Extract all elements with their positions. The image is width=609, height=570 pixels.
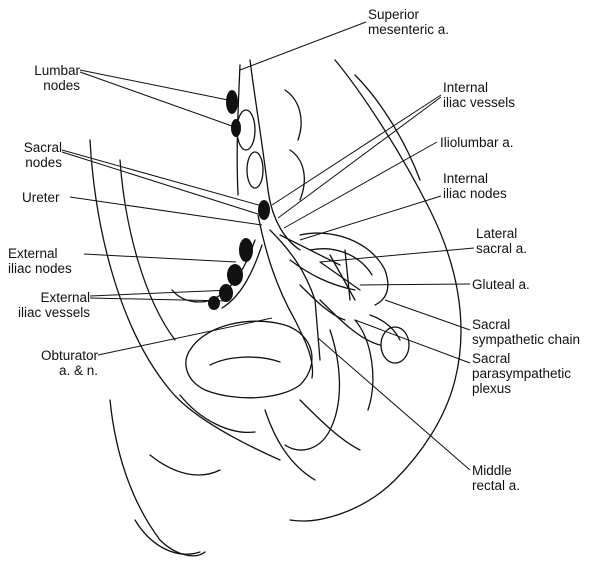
label-line: rectal a.: [472, 478, 520, 493]
label-line: nodes: [24, 78, 80, 93]
thigh-outline: [110, 400, 205, 556]
lymph-node: [226, 90, 238, 114]
label-line: Lateral: [476, 226, 527, 241]
label-internal-iliac-nodes: Internal iliac nodes: [443, 171, 507, 201]
ureter: [258, 215, 313, 378]
label-lumbar-nodes: Lumbar nodes: [24, 63, 80, 93]
leader-superior-mesenteric: [240, 22, 366, 70]
leader-external-iliac-nodes: [84, 254, 236, 262]
label-sacral-sympathetic: Sacral sympathetic chain: [472, 317, 580, 347]
label-line: sacral a.: [476, 241, 527, 256]
leader-sacral-sympathetic: [385, 300, 470, 330]
leader-internal-iliac-vessels: [272, 95, 441, 205]
label-line: Ureter: [22, 190, 60, 205]
label-line: Iliolumbar a.: [440, 135, 514, 150]
leader-lumbar-nodes: [80, 70, 228, 100]
label-line: parasympathetic: [472, 366, 571, 381]
label-line: nodes: [10, 155, 62, 170]
label-line: iliac nodes: [443, 186, 507, 201]
label-gluteal: Gluteal a.: [472, 277, 530, 292]
label-line: Sacral: [472, 317, 580, 332]
label-line: Internal: [443, 171, 507, 186]
label-line: iliac vessels: [443, 95, 515, 110]
label-line: Middle: [472, 463, 520, 478]
label-line: Obturator: [18, 348, 98, 363]
label-external-iliac-vessels: External iliac vessels: [4, 290, 90, 320]
label-line: Gluteal a.: [472, 277, 530, 292]
label-sacral-parasympathetic: Sacral parasympathetic plexus: [472, 351, 571, 396]
lumbar-spine: [250, 60, 300, 250]
label-line: plexus: [472, 381, 571, 396]
label-iliolumbar: Iliolumbar a.: [440, 135, 514, 150]
label-line: External: [8, 246, 72, 261]
label-middle-rectal: Middle rectal a.: [472, 463, 520, 493]
label-sacral-nodes: Sacral nodes: [10, 140, 62, 170]
leader-external-iliac-vessels: [90, 290, 232, 296]
label-line: iliac vessels: [4, 305, 90, 320]
rectum: [285, 330, 339, 450]
label-line: a. & n.: [18, 363, 98, 378]
leader-sacral-nodes: [62, 150, 262, 206]
label-lateral-sacral: Lateral sacral a.: [476, 226, 527, 256]
label-line: Lumbar: [24, 63, 80, 78]
label-external-iliac-nodes: External iliac nodes: [8, 246, 72, 276]
leader-sacral-parasympathetic: [355, 320, 470, 363]
leader-lateral-sacral: [320, 248, 474, 262]
label-line: Sacral: [10, 140, 62, 155]
label-line: iliac nodes: [8, 261, 72, 276]
leader-internal-iliac-nodes: [300, 196, 441, 240]
leader-iliolumbar: [284, 142, 437, 228]
label-superior-mesenteric: Superior mesenteric a.: [368, 7, 449, 37]
label-internal-iliac-vessels: Internal iliac vessels: [443, 80, 515, 110]
leader-gluteal: [360, 284, 470, 285]
label-line: Sacral: [472, 351, 571, 366]
label-ureter: Ureter: [22, 190, 60, 205]
leader-obturator: [98, 318, 272, 355]
label-line: Internal: [443, 80, 515, 95]
label-obturator: Obturator a. & n.: [18, 348, 98, 378]
label-line: sympathetic chain: [472, 332, 580, 347]
label-line: mesenteric a.: [368, 22, 449, 37]
label-line: External: [4, 290, 90, 305]
leader-ureter: [70, 197, 262, 225]
label-line: Superior: [368, 7, 449, 22]
